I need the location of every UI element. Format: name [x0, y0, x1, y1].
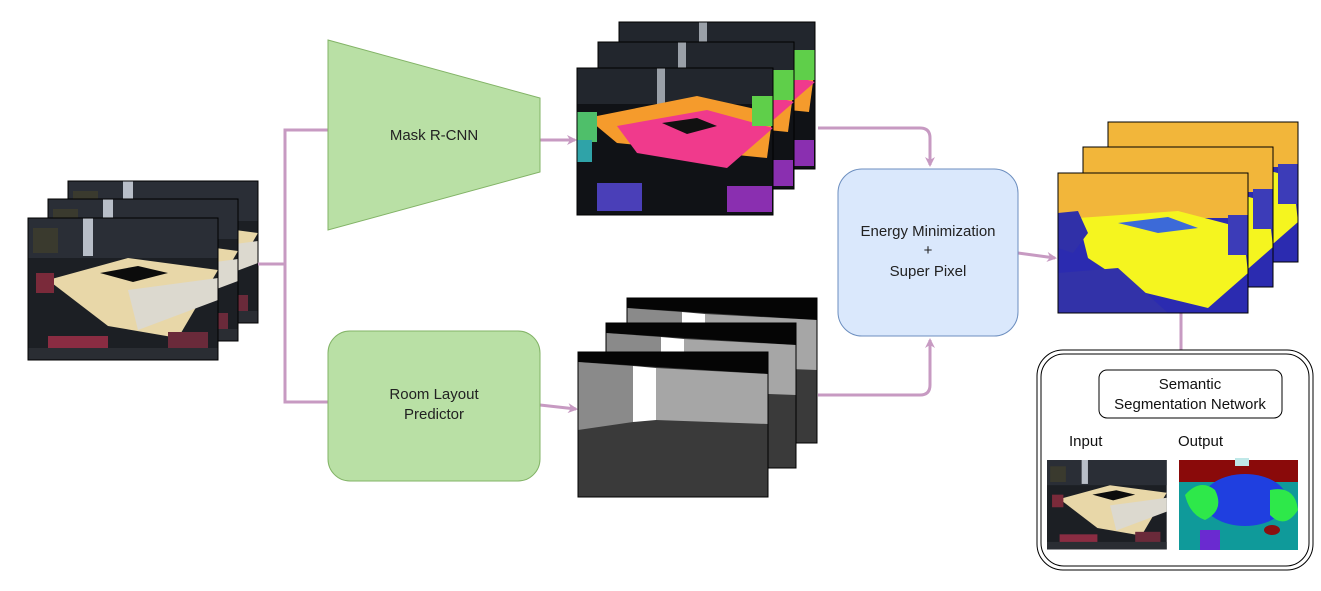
- arrow-to-mask-rcnn: [283, 128, 328, 264]
- energy-label-line1: Energy Minimization: [860, 223, 995, 240]
- panel-input-image: [1047, 460, 1167, 550]
- arrow-mask-to-energy: [818, 126, 935, 167]
- room-layout-shape: [327, 330, 541, 482]
- arrow-to-room-layout: [283, 264, 328, 404]
- energy-label-line3: Super Pixel: [890, 263, 967, 280]
- input-image-stack: [27, 180, 259, 361]
- mask-rcnn-shape: [327, 39, 541, 231]
- segmentation-output-stack: [1057, 121, 1299, 314]
- semantic-network-label-line2: Segmentation Network: [1114, 396, 1266, 413]
- panel-inner-border: [1040, 353, 1310, 567]
- semantic-network-label-line1: Semantic: [1159, 376, 1222, 393]
- mask-output-front: [576, 67, 774, 216]
- mask-rcnn-label: Mask R-CNN: [390, 127, 478, 144]
- mask-rcnn-node: Mask R-CNN: [327, 39, 541, 231]
- arrow-layout-to-energy: [818, 338, 935, 397]
- room-layout-label-line1: Room Layout: [389, 386, 479, 403]
- panel-output-image: [1179, 458, 1298, 550]
- layout-output-stack: [577, 297, 818, 498]
- seg-output-front: [1057, 172, 1249, 314]
- layout-output-front: [577, 351, 769, 498]
- room-layout-label-line2: Predictor: [404, 406, 464, 423]
- arrow-layout-to-output: [539, 403, 578, 414]
- energy-minimization-node: Energy Minimization + Super Pixel: [837, 168, 1019, 337]
- output-label: Output: [1178, 433, 1224, 450]
- energy-label-line2: +: [924, 242, 933, 259]
- semantic-network-box: [1098, 369, 1283, 419]
- input-label: Input: [1069, 433, 1103, 450]
- semantic-network-panel: Semantic Segmentation Network Input Outp…: [1036, 349, 1314, 571]
- energy-minimization-shape: [837, 168, 1019, 337]
- arrow-energy-to-seg: [1017, 251, 1057, 262]
- input-image-front: [27, 217, 219, 361]
- mask-output-stack: [576, 21, 816, 216]
- room-layout-node: Room Layout Predictor: [327, 330, 541, 482]
